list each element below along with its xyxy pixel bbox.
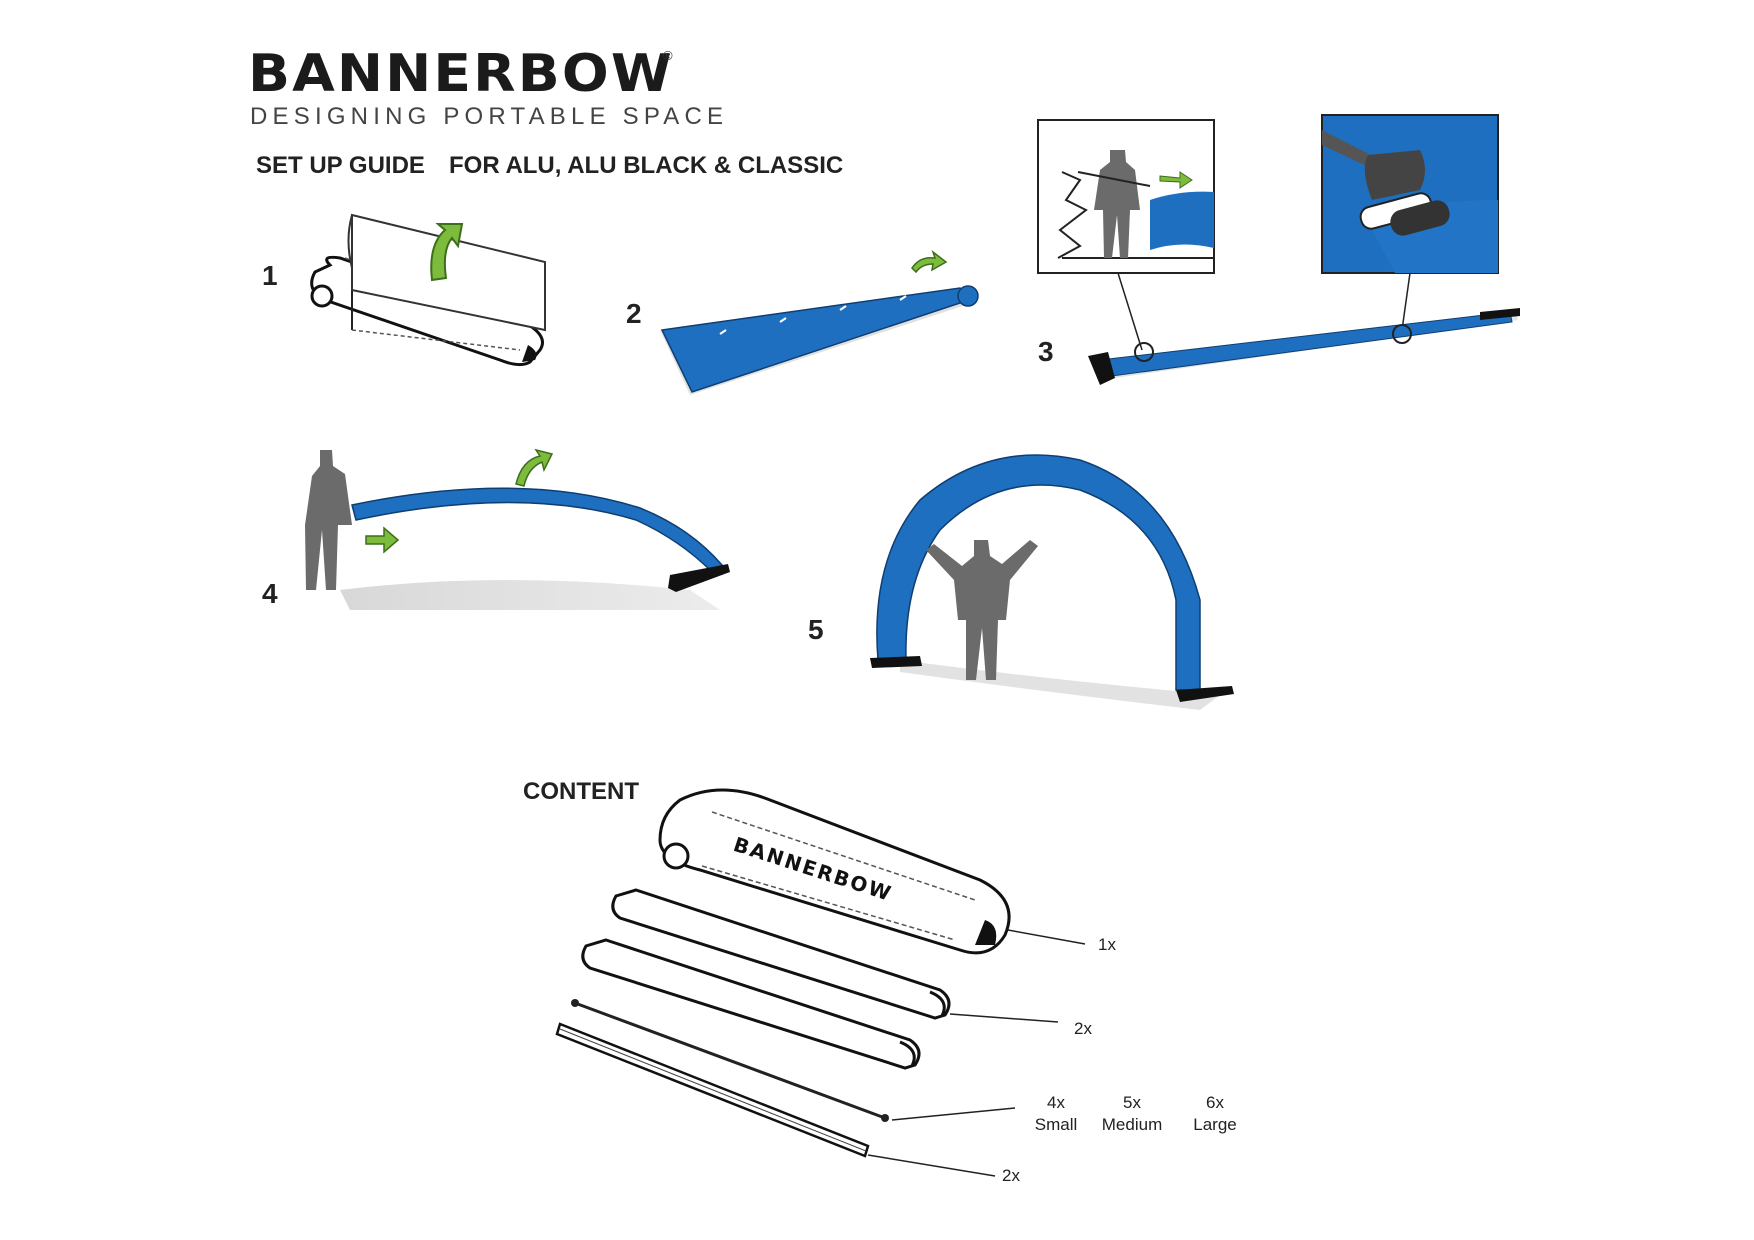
arrow-icon (912, 252, 946, 272)
step-5-illustration (870, 455, 1234, 710)
pole-large-qty: 6x (1182, 1092, 1248, 1114)
pole-medium-qty: 5x (1092, 1092, 1172, 1114)
pole-small-qty: 4x (1026, 1092, 1086, 1114)
step-4-illustration (305, 450, 730, 610)
step-2-illustration (660, 252, 978, 395)
pole-option-small: 4x Small (1026, 1092, 1086, 1136)
person-figure (926, 540, 1038, 680)
step-1-illustration (312, 215, 545, 365)
content-illustration (557, 790, 1085, 1176)
content-title: CONTENT (523, 778, 639, 806)
pole-option-medium: 5x Medium (1092, 1092, 1172, 1136)
pole-option-large: 6x Large (1182, 1092, 1248, 1136)
pole-small-size: Small (1026, 1114, 1086, 1136)
person-figure (305, 450, 352, 590)
step-3-illustration (1038, 115, 1520, 385)
arrow-icon (366, 528, 398, 552)
rods-quantity: 2x (1002, 1166, 1020, 1186)
arrow-icon (516, 450, 552, 486)
pole-medium-size: Medium (1092, 1114, 1172, 1136)
bag-quantity: 1x (1098, 935, 1116, 955)
feet-quantity: 2x (1074, 1019, 1092, 1039)
pole-large-size: Large (1182, 1114, 1248, 1136)
